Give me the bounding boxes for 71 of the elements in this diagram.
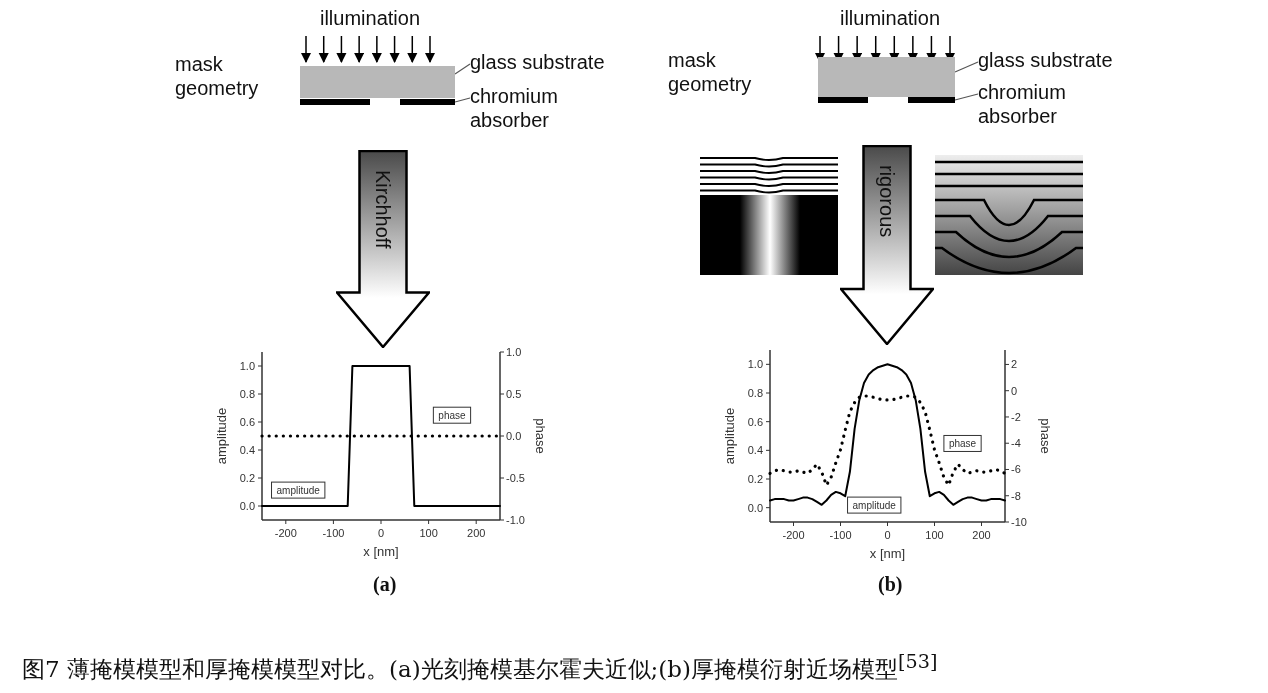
tick-label: 1.0 bbox=[506, 346, 522, 358]
tick-label: 100 bbox=[419, 527, 438, 539]
block-arrow bbox=[336, 150, 430, 348]
series-label: phase bbox=[438, 410, 467, 422]
series-label: phase bbox=[432, 406, 472, 424]
tick-label: 0.0 bbox=[747, 501, 763, 514]
tick-label: 0.2 bbox=[239, 472, 255, 484]
tick-label: 0.6 bbox=[239, 416, 255, 428]
tick-label: 100 bbox=[925, 529, 944, 541]
text-label: mask geometry bbox=[668, 48, 753, 96]
tick-label: 2 bbox=[1011, 358, 1018, 371]
leader-line bbox=[954, 93, 979, 101]
tick-label: 0 bbox=[884, 529, 891, 541]
arrow-label: rigorous bbox=[875, 165, 899, 238]
text-label: illumination bbox=[318, 6, 422, 30]
axis-title: amplitude bbox=[722, 407, 737, 465]
tick-label: -100 bbox=[322, 527, 345, 539]
tick-label: 1.0 bbox=[239, 360, 255, 372]
panel-label: (a) bbox=[373, 572, 397, 596]
tick-label: 0.5 bbox=[506, 388, 522, 400]
series-label: amplitude bbox=[276, 485, 321, 497]
tick-label: 0.8 bbox=[239, 388, 255, 400]
series-label: amplitude bbox=[852, 500, 897, 512]
series-label: amplitude bbox=[847, 496, 902, 514]
tick-label: -200 bbox=[274, 527, 297, 539]
panel-label: (b) bbox=[878, 572, 903, 596]
series-label: amplitude bbox=[271, 481, 326, 499]
block-arrow bbox=[840, 145, 934, 345]
axis-title: phase bbox=[1038, 418, 1053, 454]
tick-label: -4 bbox=[1011, 437, 1021, 450]
tick-label: -100 bbox=[829, 529, 852, 541]
series-label: phase bbox=[943, 434, 982, 452]
tick-label: 1.0 bbox=[747, 358, 763, 371]
text-label: illumination bbox=[838, 6, 942, 30]
tick-label: 0 bbox=[377, 527, 385, 539]
tick-label: -200 bbox=[782, 529, 805, 541]
tick-label: -1.0 bbox=[506, 514, 525, 526]
glass-substrate-block bbox=[300, 66, 455, 98]
axis-title: amplitude bbox=[214, 407, 229, 465]
glass-substrate-block bbox=[818, 57, 955, 97]
tick-label: 0.0 bbox=[506, 430, 522, 442]
part-label: glass substrate bbox=[978, 48, 1114, 72]
tick-label: 0.8 bbox=[747, 387, 763, 399]
tick-label: 0.0 bbox=[239, 500, 255, 512]
chromium-bar bbox=[400, 99, 455, 105]
tick-label: -6 bbox=[1011, 463, 1021, 476]
axis-title: x [nm] bbox=[363, 544, 399, 559]
part-label: chromium absorber bbox=[470, 84, 559, 132]
leader-line bbox=[454, 63, 471, 75]
tick-label: -0.5 bbox=[506, 472, 525, 484]
tick-label: 200 bbox=[467, 527, 486, 539]
tick-label: -2 bbox=[1011, 410, 1021, 423]
part-label: chromium absorber bbox=[978, 80, 1067, 128]
axis-title: phase bbox=[533, 418, 548, 454]
leader-line bbox=[454, 97, 471, 103]
tick-label: 0 bbox=[1011, 384, 1018, 397]
chromium-bar bbox=[908, 97, 955, 103]
tick-label: 0.6 bbox=[747, 415, 763, 428]
axis-title: x [nm] bbox=[869, 546, 906, 561]
tick-label: -8 bbox=[1011, 489, 1021, 502]
series-label: phase bbox=[948, 438, 977, 450]
tick-label: -10 bbox=[1011, 516, 1027, 528]
text-label: mask geometry bbox=[175, 52, 260, 100]
tick-label: 0.2 bbox=[747, 473, 763, 485]
caption: 图7 薄掩模模型和厚掩模模型对比。(a)光刻掩模基尔霍夫近似;(b)厚掩模衍射近场模型$^{[53]}$ bbox=[22, 650, 938, 684]
part-label: glass substrate bbox=[470, 50, 606, 74]
arrow-label: Kirchhoff bbox=[371, 170, 395, 249]
tick-label: 0.4 bbox=[747, 444, 763, 457]
tick-label: 0.4 bbox=[239, 444, 255, 456]
tick-label: 200 bbox=[972, 529, 991, 541]
leader-line bbox=[954, 61, 979, 73]
